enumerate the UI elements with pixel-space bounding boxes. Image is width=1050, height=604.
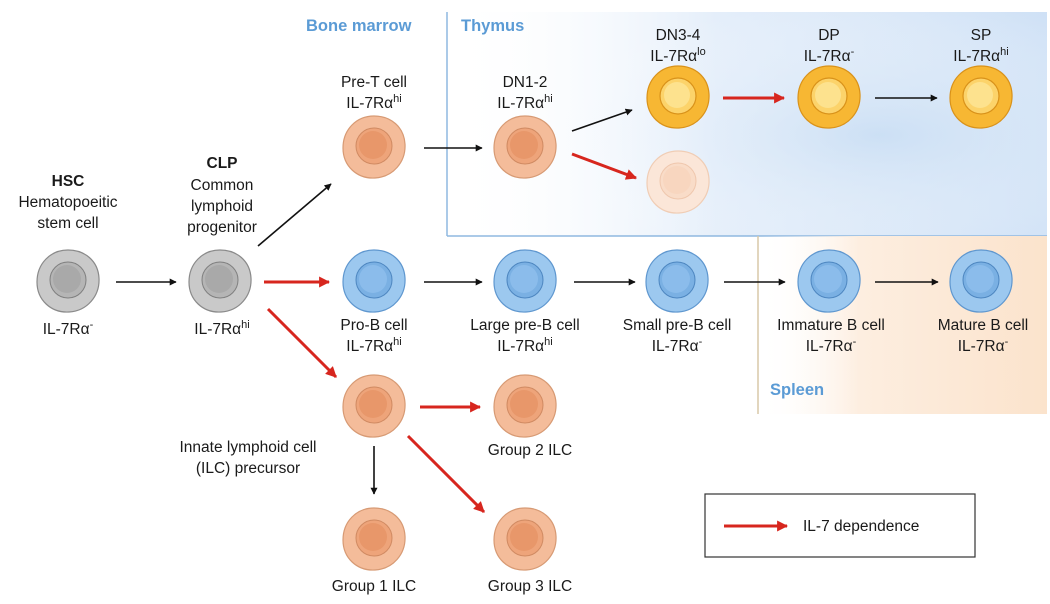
arrow-clp-ilc-precursor bbox=[266, 307, 338, 379]
clp-cell bbox=[188, 249, 252, 313]
arrow-dn12-dn34 bbox=[571, 108, 633, 132]
spleen-title: Spleen bbox=[770, 381, 824, 399]
group1-ilc-cell bbox=[342, 507, 406, 571]
legend: IL-7 dependence bbox=[704, 493, 976, 558]
hsc-name-line1: Hematopoeitic bbox=[18, 194, 117, 211]
small-pre-b-cell bbox=[645, 249, 709, 313]
arrow-clp-pre-t bbox=[257, 183, 332, 247]
clp-marker: IL-7Rαhi bbox=[194, 319, 249, 338]
pre-t-marker: IL-7Rαhi bbox=[346, 93, 401, 112]
immature-b-name: Immature B cell bbox=[777, 317, 885, 334]
pre-t-name: Pre-T cell bbox=[341, 74, 407, 91]
thymus-region bbox=[446, 12, 1047, 237]
sp-cell bbox=[949, 65, 1013, 129]
ilc-precursor-name-line2: (ILC) precursor bbox=[196, 460, 300, 477]
arrows bbox=[116, 92, 939, 514]
immature-b-cell bbox=[797, 249, 861, 313]
dn34-marker: IL-7Rαlo bbox=[650, 46, 705, 65]
immature-b-marker: IL-7Rα- bbox=[806, 336, 857, 355]
hsc-abbr: HSC bbox=[52, 173, 85, 190]
clp-name-line1: Common bbox=[191, 177, 254, 194]
group3-ilc-name: Group 3 ILC bbox=[488, 578, 572, 595]
large-pre-b-name: Large pre-B cell bbox=[470, 317, 579, 334]
large-pre-b-cell bbox=[493, 249, 557, 313]
clp-abbr: CLP bbox=[207, 155, 238, 172]
bone-marrow-title: Bone marrow bbox=[306, 17, 412, 35]
dp-marker: IL-7Rα- bbox=[804, 46, 855, 65]
group3-ilc-cell bbox=[493, 507, 557, 571]
pro-b-marker: IL-7Rαhi bbox=[346, 336, 401, 355]
thymus-title: Thymus bbox=[461, 17, 524, 35]
dn34-cell bbox=[646, 65, 710, 129]
dp-name: DP bbox=[818, 27, 840, 44]
mature-b-name: Mature B cell bbox=[938, 317, 1028, 334]
small-pre-b-marker: IL-7Rα- bbox=[652, 336, 703, 355]
large-pre-b-marker: IL-7Rαhi bbox=[497, 336, 552, 355]
arrow-ilc-group3 bbox=[406, 434, 486, 514]
mature-b-marker: IL-7Rα- bbox=[958, 336, 1009, 355]
hsc-name-line2: stem cell bbox=[37, 215, 98, 232]
pre-t-cell bbox=[342, 115, 406, 179]
dp-cell bbox=[797, 65, 861, 129]
depleted-cell bbox=[646, 150, 710, 214]
group1-ilc-name: Group 1 ILC bbox=[332, 578, 416, 595]
dn12-marker: IL-7Rαhi bbox=[497, 93, 552, 112]
hsc-marker: IL-7Rα- bbox=[43, 319, 94, 338]
dn12-name: DN1-2 bbox=[503, 74, 548, 91]
sp-marker: IL-7Rαhi bbox=[953, 46, 1008, 65]
group2-ilc-name: Group 2 ILC bbox=[488, 442, 572, 459]
clp-name-line2: lymphoid bbox=[191, 198, 253, 215]
group2-ilc-cell bbox=[493, 374, 557, 438]
arrow-dn12-depleted bbox=[571, 152, 638, 180]
pro-b-cell bbox=[342, 249, 406, 313]
clp-name-line3: progenitor bbox=[187, 219, 257, 236]
dn34-name: DN3-4 bbox=[656, 27, 701, 44]
dn12-cell bbox=[493, 115, 557, 179]
mature-b-cell bbox=[949, 249, 1013, 313]
ilc-precursor-name-line1: Innate lymphoid cell bbox=[180, 439, 317, 456]
sp-name: SP bbox=[971, 27, 992, 44]
pro-b-name: Pro-B cell bbox=[340, 317, 407, 334]
legend-label: IL-7 dependence bbox=[803, 518, 919, 535]
small-pre-b-name: Small pre-B cell bbox=[623, 317, 732, 334]
ilc-precursor-cell bbox=[342, 374, 406, 438]
hsc-cell bbox=[36, 249, 100, 313]
